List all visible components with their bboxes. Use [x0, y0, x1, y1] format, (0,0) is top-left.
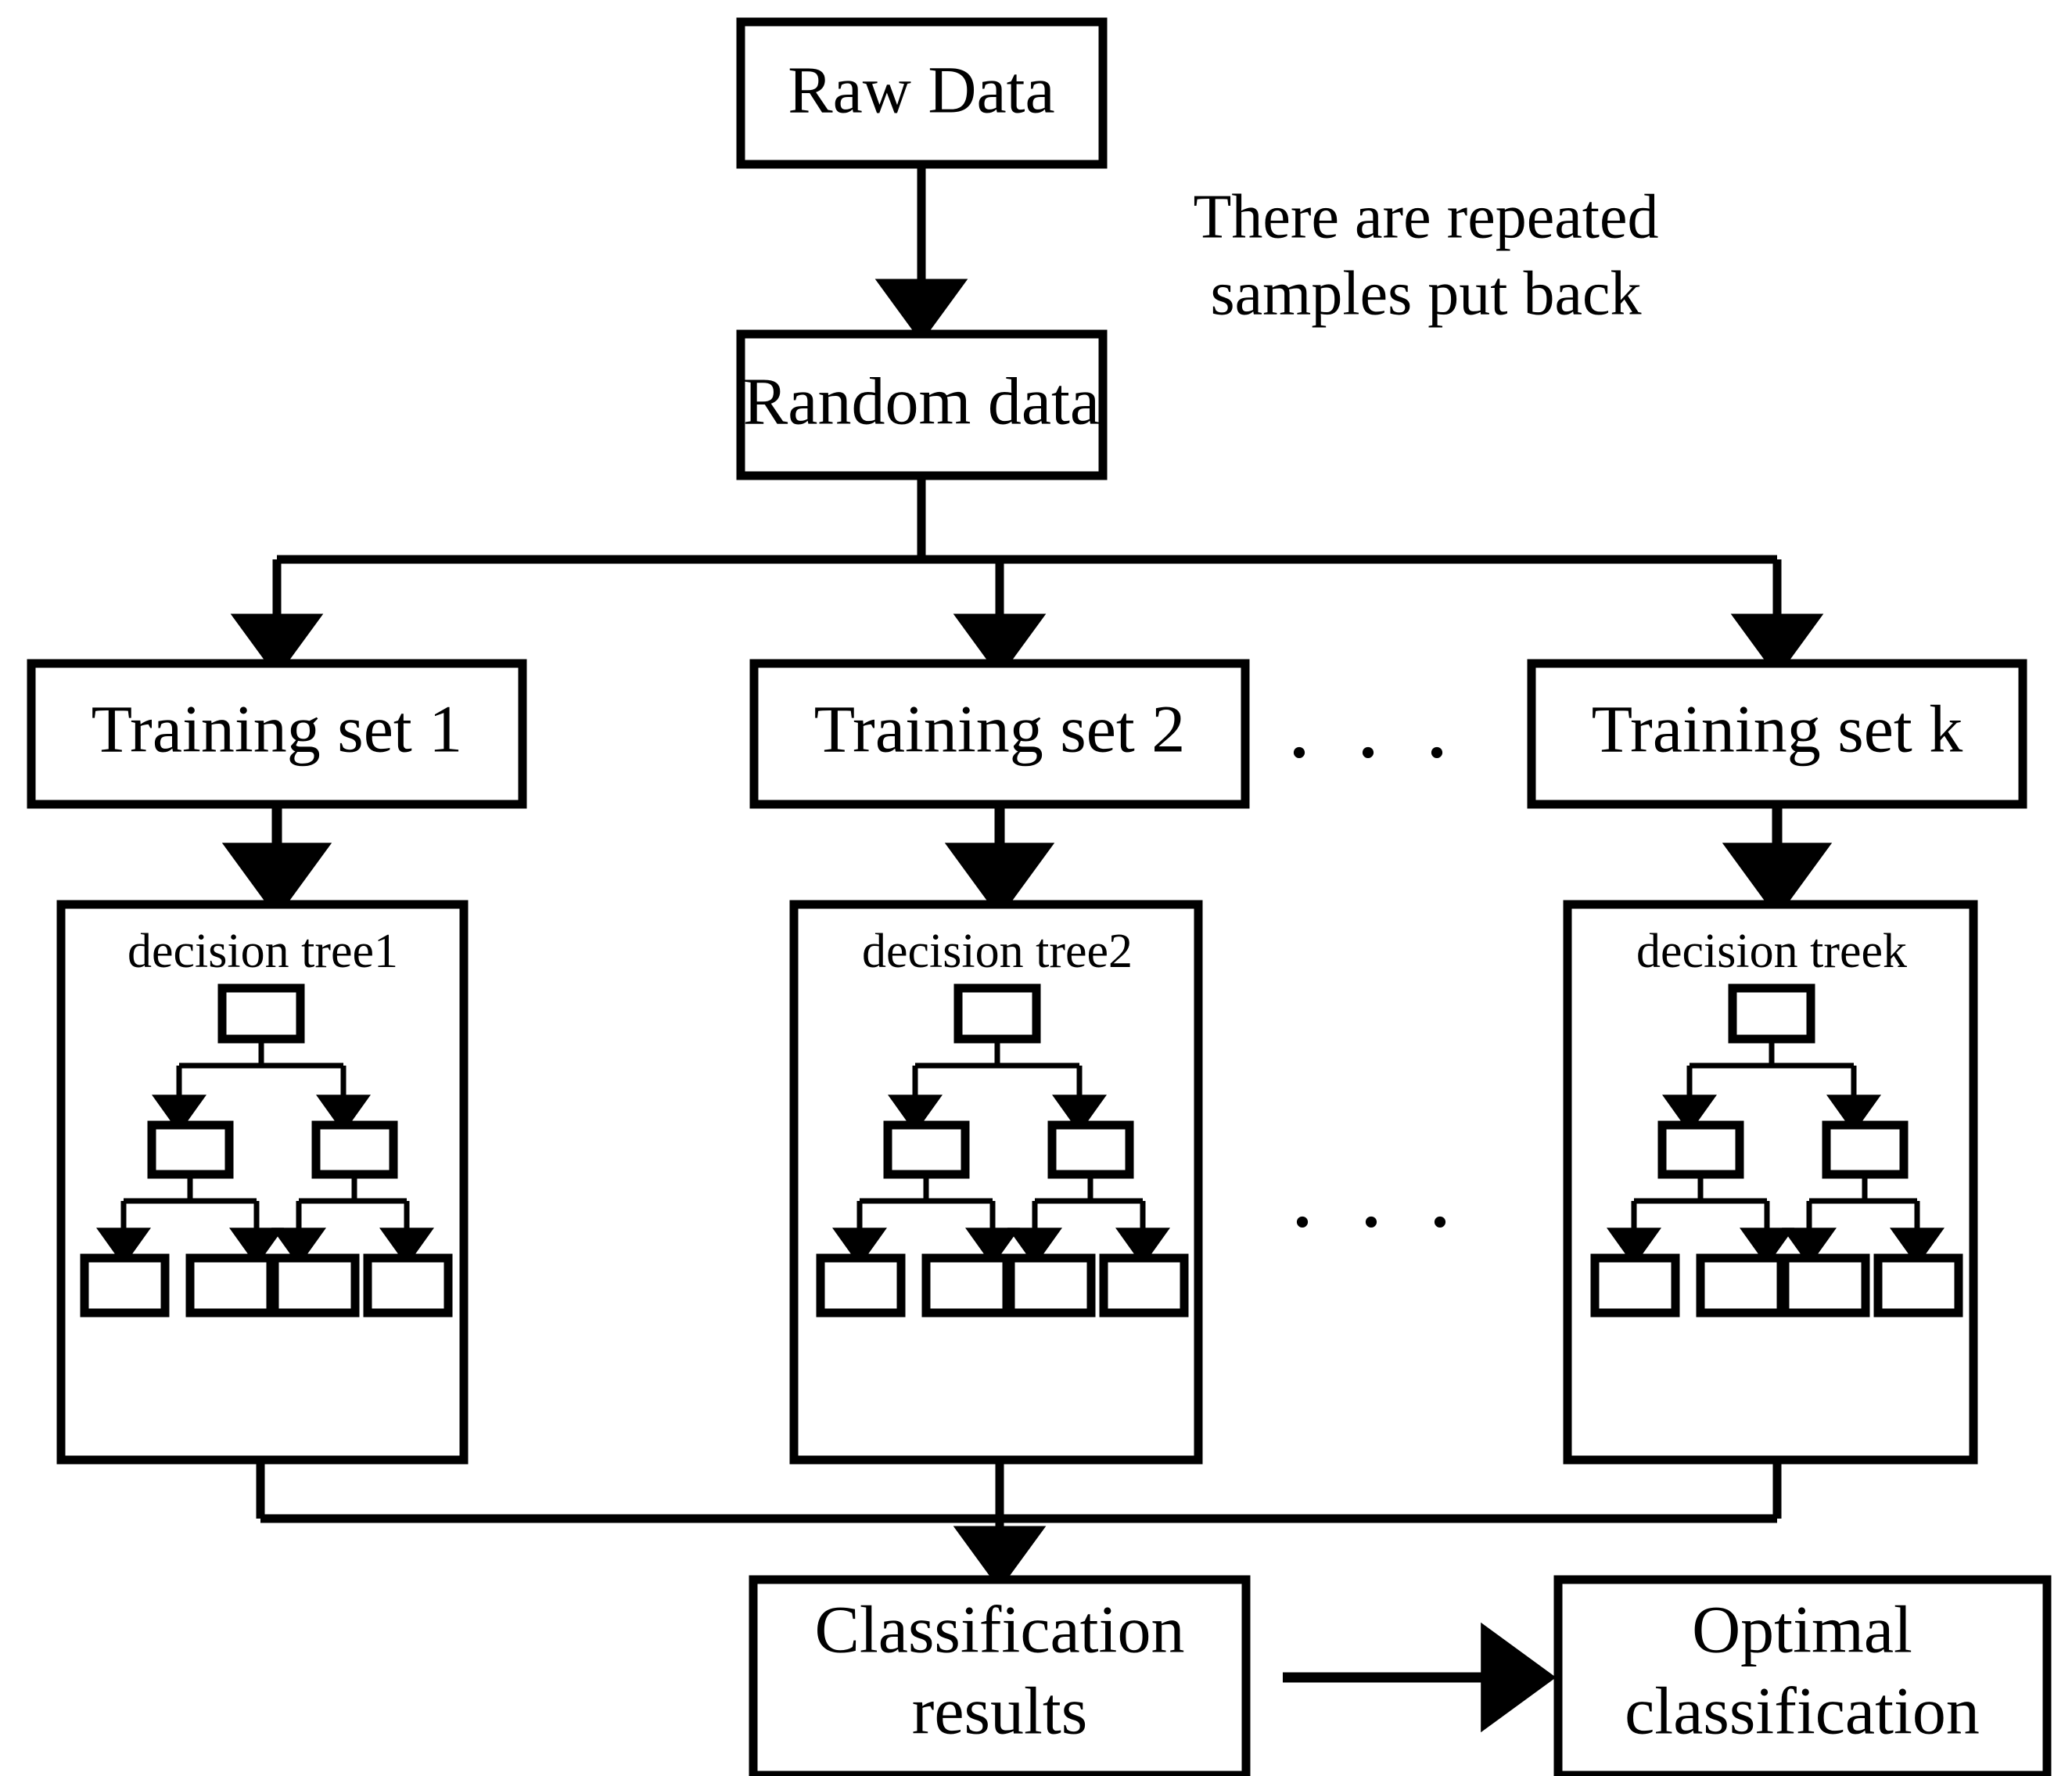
training-set-k-box[interactable] [1527, 659, 2027, 809]
classification-results-box[interactable] [749, 1575, 1251, 1776]
training-row-ellipsis: . . . [1287, 674, 1460, 778]
tree-k-leaf-3[interactable] [1780, 1253, 1870, 1318]
tree-k-node-left[interactable] [1657, 1120, 1744, 1179]
tree-k-leaf-1[interactable] [1590, 1253, 1680, 1318]
classification-results-line-2: results [912, 1674, 1088, 1749]
tree-2-leaf-4[interactable] [1099, 1253, 1189, 1318]
tree-2-leaf-3[interactable] [1006, 1253, 1096, 1318]
tree-1-leaf-4[interactable] [363, 1253, 453, 1318]
training-set-2-label: Training set 2 [814, 692, 1186, 767]
tree-1-node-left[interactable] [147, 1120, 234, 1179]
tree-1-node-right[interactable] [311, 1120, 398, 1179]
training-set-1-box[interactable] [27, 659, 527, 809]
random-data-label: Random data [743, 364, 1100, 439]
tree-k-leaf-4[interactable] [1873, 1253, 1963, 1318]
tree-2-node-right[interactable] [1047, 1120, 1134, 1179]
decision-tree-1-label: decision tree1 [127, 925, 398, 978]
tree-2-node-left[interactable] [883, 1120, 970, 1179]
raw-data-label: Raw Data [788, 52, 1054, 128]
tree-2-root-node[interactable] [953, 983, 1041, 1044]
tree-2-leaf-1[interactable] [816, 1253, 906, 1318]
tree-1-root-node[interactable] [217, 983, 305, 1044]
training-set-1-label: Training set 1 [92, 692, 463, 767]
tree-1-leaf-2[interactable] [185, 1253, 275, 1318]
tree-1-leaf-3[interactable] [270, 1253, 360, 1318]
decision-tree-2-label: decision tree2 [862, 925, 1133, 978]
annotation-line-2: samples put back [1211, 259, 1642, 328]
annotation-line-1: There are repeated [1193, 182, 1658, 251]
optimal-classification-line-2: classification [1625, 1674, 1980, 1749]
training-set-k-label: Training set k [1592, 692, 1963, 767]
optimal-classification-line-1: Optimal [1692, 1592, 1912, 1667]
tree-k-node-right[interactable] [1822, 1120, 1909, 1179]
decision-tree-k-label: decision treek [1636, 925, 1907, 978]
tree-1-leaf-1[interactable] [80, 1253, 170, 1318]
tree-2-leaf-2[interactable] [921, 1253, 1011, 1318]
random-data-box[interactable] [736, 329, 1108, 480]
optimal-classification-box[interactable] [1553, 1575, 2052, 1776]
decision-tree-2-group[interactable]: decision tree2 [789, 900, 1203, 1465]
tree-k-leaf-2[interactable] [1696, 1253, 1786, 1318]
classification-results-line-1: Classification [815, 1592, 1185, 1667]
decision-tree-k-group[interactable]: decision treek [1563, 900, 1978, 1465]
decision-tree-1-group[interactable]: decision tree1 [56, 900, 469, 1465]
tree-row-ellipsis: . . . [1291, 1143, 1463, 1247]
tree-k-root-node[interactable] [1728, 983, 1815, 1044]
